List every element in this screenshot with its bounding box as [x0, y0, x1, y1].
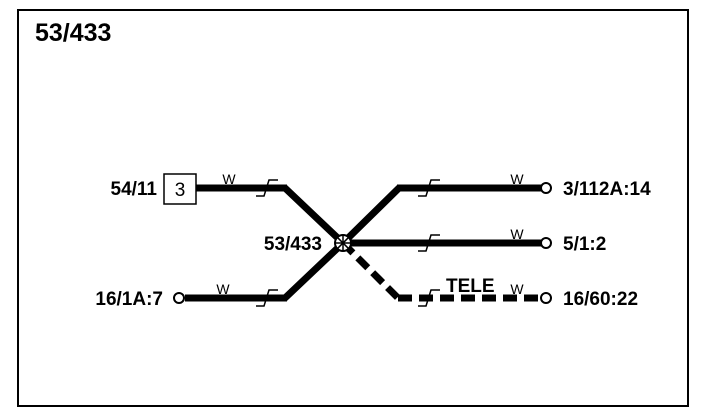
- terminal-left-bottom: [173, 292, 185, 304]
- wire-left-top: [196, 179, 347, 247]
- wire-right-bottom-optional: [340, 240, 541, 307]
- wire-right-top: [339, 179, 541, 247]
- option-label: TELE: [446, 276, 495, 297]
- terminal-right-bottom: [540, 292, 552, 304]
- right-bottom-wire-code: W: [510, 281, 524, 297]
- connector-box-number: 3: [175, 180, 186, 201]
- splice-icon: [334, 234, 352, 252]
- diagram-title: 53/433: [35, 19, 112, 47]
- right-top-wire-code: W: [510, 171, 524, 187]
- diagram-frame: [17, 9, 689, 407]
- wire-right-mid: [343, 234, 541, 252]
- right-bottom-label: 16/60:22: [563, 289, 638, 310]
- left-bottom-label: 16/1A:7: [95, 289, 163, 310]
- terminal-right-top: [540, 182, 552, 194]
- left-top-label: 54/11: [111, 179, 158, 200]
- connector-box: [163, 173, 197, 205]
- splice-label: 53/433: [264, 234, 322, 255]
- wire-left-bottom: [185, 239, 347, 307]
- right-mid-wire-code: W: [510, 226, 524, 242]
- right-top-label: 3/112A:14: [563, 179, 651, 200]
- terminal-right-mid: [540, 237, 552, 249]
- left-top-wire-code: W: [222, 171, 236, 187]
- right-mid-label: 5/1:2: [563, 234, 606, 255]
- left-bottom-wire-code: W: [216, 281, 230, 297]
